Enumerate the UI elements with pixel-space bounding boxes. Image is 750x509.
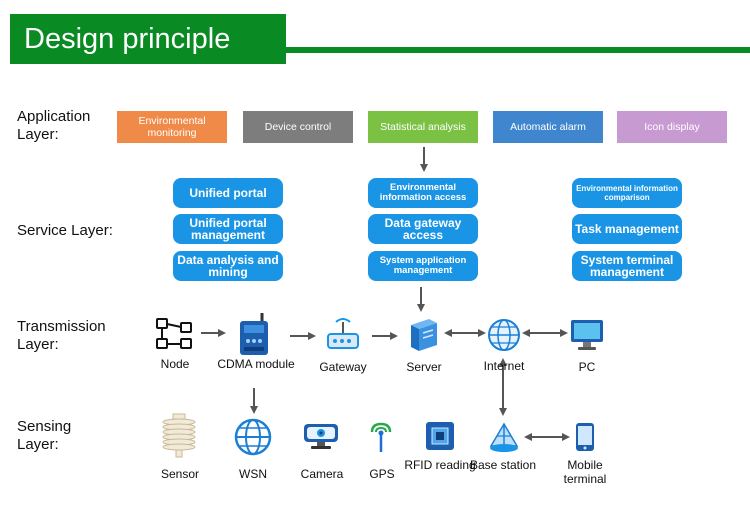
camera-icon xyxy=(304,424,338,449)
wsn-globe-icon xyxy=(234,418,272,456)
sensing-layer-label: Sensing Layer: xyxy=(17,418,72,453)
sensing-base-station-label: Base station xyxy=(469,458,537,472)
cdma-module-icon xyxy=(240,313,268,355)
app-box-automatic-alarm: Automatic alarm xyxy=(493,111,603,143)
app-box-statistical-analysis: Statistical analysis xyxy=(368,111,478,143)
sensing-rfid-label: RFID reading xyxy=(404,458,476,472)
transmission-internet-label: Internet xyxy=(483,359,525,373)
base-station-icon xyxy=(489,422,519,452)
transmission-pc-label: PC xyxy=(578,360,596,374)
service-system-application-management: System application management xyxy=(368,251,478,281)
transmission-layer-label: Transmission Layer: xyxy=(17,318,106,353)
transmission-node-label: Node xyxy=(160,357,190,371)
service-environmental-information-access: Environmental information access xyxy=(368,178,478,208)
gateway-icon xyxy=(327,318,359,349)
gps-signal-icon xyxy=(370,422,392,452)
node-icon xyxy=(156,318,192,349)
app-box-icon-display: Icon display xyxy=(617,111,727,143)
title-divider xyxy=(286,47,750,53)
service-environmental-information-comparison: Environmental information comparison xyxy=(572,178,682,208)
sensing-wsn-label: WSN xyxy=(239,467,267,481)
service-data-analysis-mining: Data analysis and mining xyxy=(173,251,283,281)
sensing-camera-label: Camera xyxy=(300,467,344,481)
transmission-cdma-label: CDMA module xyxy=(217,357,295,371)
transmission-server-label: Server xyxy=(406,360,442,374)
app-box-device-control: Device control xyxy=(243,111,353,143)
sensing-sensor-label: Sensor xyxy=(160,467,200,481)
service-unified-portal-management: Unified portal management xyxy=(173,214,283,244)
rfid-chip-icon xyxy=(426,422,454,450)
internet-globe-icon xyxy=(488,319,520,351)
mobile-terminal-icon xyxy=(576,423,594,451)
application-layer-label: Application Layer: xyxy=(17,108,91,143)
sensor-shelter-icon xyxy=(162,413,196,458)
service-data-gateway-access: Data gateway access xyxy=(368,214,478,244)
service-unified-portal: Unified portal xyxy=(173,178,283,208)
pc-monitor-icon xyxy=(571,320,603,350)
app-box-environmental-monitoring: Environmental monitoring xyxy=(117,111,227,143)
service-system-terminal-management: System terminal management xyxy=(572,251,682,281)
transmission-gateway-label: Gateway xyxy=(319,360,367,374)
server-icon xyxy=(411,319,437,351)
page-title: Design principle xyxy=(10,14,286,64)
sensing-mobile-terminal-label: Mobile terminal xyxy=(563,458,607,486)
service-layer-label: Service Layer: xyxy=(17,222,113,239)
sensing-gps-label: GPS xyxy=(369,467,395,481)
service-task-management: Task management xyxy=(572,214,682,244)
